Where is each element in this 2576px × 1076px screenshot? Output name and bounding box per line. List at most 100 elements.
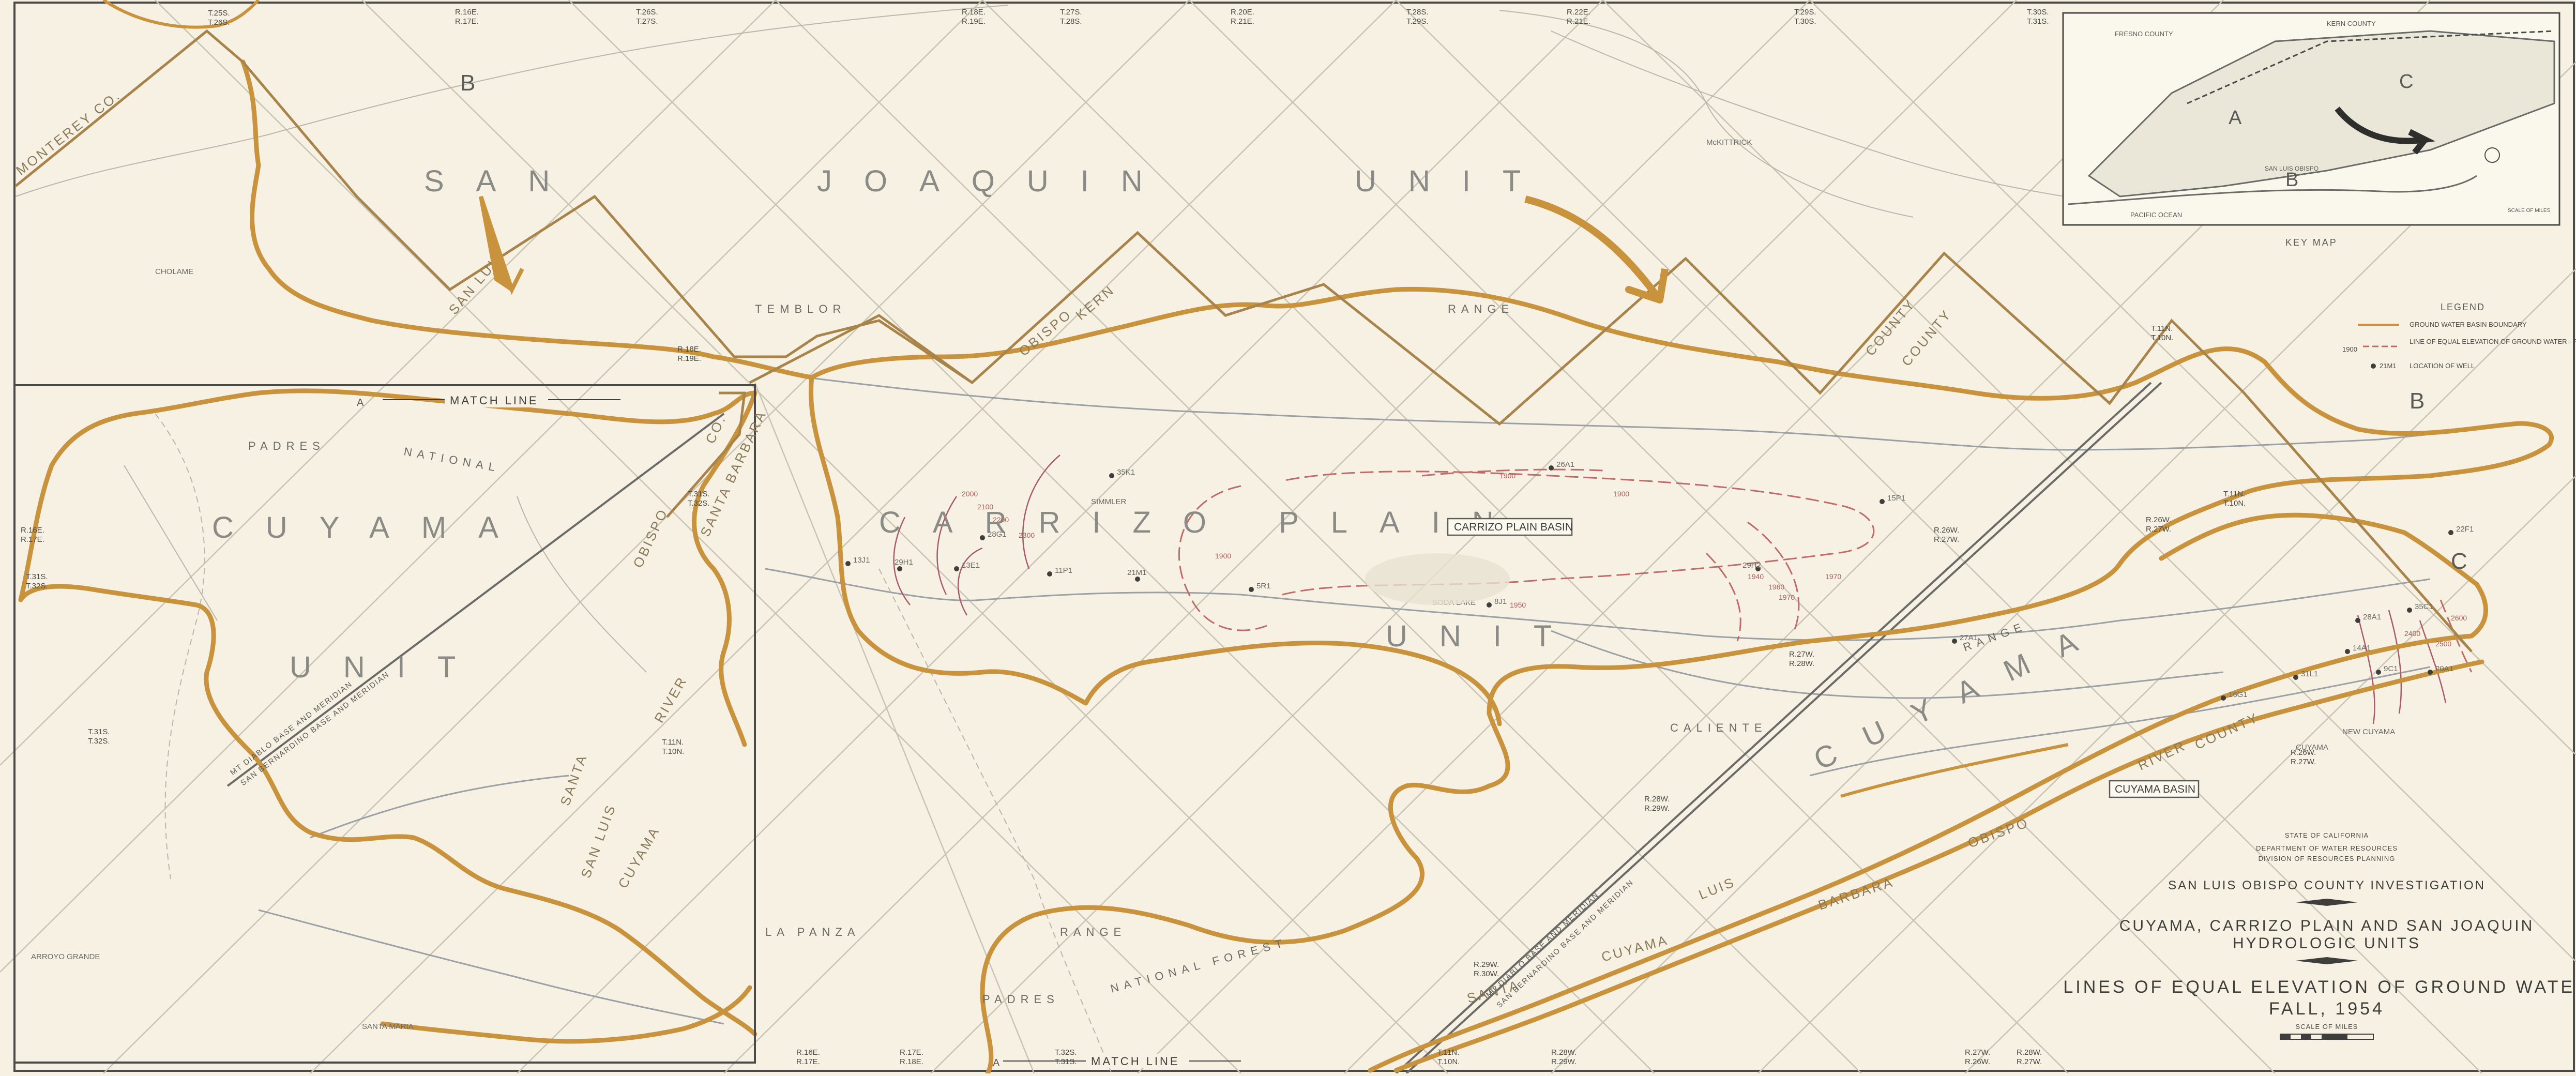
county-river-main: RIVER — [2135, 737, 2189, 773]
key-map-ocean: PACIFIC OCEAN — [2130, 211, 2182, 219]
twp-label: T.11N. — [662, 738, 684, 747]
range-padres-inset: PADRES — [248, 440, 325, 452]
twp-label: T.32S. — [88, 737, 110, 746]
twp-label: R.22E. — [1567, 8, 1590, 17]
well-marker — [845, 561, 851, 566]
legend-item-well: LOCATION OF WELL — [2410, 362, 2475, 370]
well-label: 16G1 — [2229, 690, 2248, 699]
key-map-county-line — [2187, 30, 2555, 104]
key-map-label-c: C — [2399, 71, 2413, 93]
well-label: 35C1 — [2415, 602, 2433, 611]
range-national-main: NATIONAL FOREST — [1109, 935, 1289, 995]
twp-label: T.10N. — [2223, 499, 2246, 508]
match-line-top: MATCH LINE — [383, 393, 620, 407]
section-letter-a-top: A — [357, 397, 364, 408]
range-la-panza: LA PANZA — [765, 926, 860, 938]
contour-label: 1900 — [1613, 490, 1629, 498]
contour-label: 2300 — [1019, 531, 1035, 539]
twp-label: R.28W. — [2017, 1048, 2042, 1057]
well-label: 29H1 — [895, 558, 913, 567]
legend-item-contour: LINE OF EQUAL ELEVATION OF GROUND WATER … — [2410, 338, 2576, 345]
well-label: 8J1 — [1494, 597, 1507, 606]
twp-label: T.29S. — [1406, 17, 1429, 26]
carrizo-basin-label: CARRIZO PLAIN BASIN — [1454, 521, 1573, 533]
twp-label: R.20E. — [1231, 8, 1254, 17]
title-division: DIVISION OF RESOURCES PLANNING — [2259, 855, 2396, 862]
legend-sample-value: 1900 — [2342, 345, 2357, 353]
twp-label: R.16E. — [796, 1048, 820, 1057]
unit-label-carrizo: CARRIZO PLAIN — [879, 506, 1526, 539]
twp-label: T.11N. — [1437, 1048, 1459, 1057]
well-marker — [2407, 608, 2412, 613]
well-label: 13J1 — [853, 556, 870, 565]
twp-label: T.28S. — [1406, 8, 1429, 17]
place-cholame: CHOLAME — [155, 267, 193, 276]
twp-label: T.27S. — [1060, 8, 1082, 17]
title-block: STATE OF CALIFORNIA DEPARTMENT OF WATER … — [2063, 831, 2576, 1040]
twp-label: T.26S. — [636, 8, 658, 17]
well-label: 5R1 — [1256, 582, 1271, 590]
contour-label: 2600 — [2451, 614, 2467, 622]
twp-label: T.32S. — [26, 582, 48, 590]
key-map-area — [2087, 30, 2555, 198]
inset-county-cuyama: CUYAMA — [615, 824, 663, 891]
twp-label: R.19E. — [677, 354, 701, 363]
arrow-icon — [2335, 107, 2435, 155]
legend-well-sample: 21M1 — [2380, 362, 2397, 370]
well-label: 28A1 — [2363, 613, 2381, 622]
well-label: 13E1 — [962, 561, 980, 570]
range-la-panza-range: RANGE — [1060, 926, 1126, 938]
place-mckittrick: McKITTRICK — [1706, 138, 1752, 147]
twp-label: R.18E. — [677, 345, 701, 354]
twp-label: T.31S. — [2027, 17, 2049, 26]
well-marker — [1952, 639, 1957, 644]
place-new-cuyama: NEW CUYAMA — [2342, 728, 2395, 736]
place-santa-maria: SANTA MARIA — [362, 1022, 414, 1031]
range-caliente: CALIENTE — [1670, 721, 1767, 734]
arrow-icon — [1524, 195, 1669, 304]
well-marker — [2355, 618, 2360, 623]
twp-label: R.17E. — [796, 1057, 820, 1066]
title-units-line2: HYDROLOGIC UNITS — [2233, 935, 2421, 952]
basin-boundaries — [18, 0, 2554, 1076]
county-obispo: OBISPO — [1016, 306, 1075, 359]
twp-label: T.10N. — [2151, 334, 2173, 342]
twp-label: T.32S. — [688, 499, 710, 508]
twp-label: R.26W. — [2146, 516, 2171, 524]
match-line-top-label: MATCH LINE — [450, 394, 539, 407]
twp-label: T.11N. — [2151, 324, 2173, 333]
well-marker — [1549, 465, 1554, 471]
contour-labels: 1900 1900 1950 1940 1960 1970 1970 2000 … — [962, 472, 2467, 648]
well-label: 11P1 — [1055, 566, 1072, 575]
soda-lake-stipple — [1365, 553, 1510, 605]
county-monterey: MONTEREY CO. — [13, 87, 124, 178]
twp-label: R.17E. — [455, 17, 479, 26]
title-dept: DEPARTMENT OF WATER RESOURCES — [2256, 844, 2398, 852]
well-marker — [1109, 473, 1114, 478]
inset-county-santa: SANTA — [557, 751, 590, 808]
section-letter-a-bottom: A — [993, 1057, 1000, 1069]
twp-label: R.26W. — [1965, 1057, 1990, 1066]
twp-label: R.17E. — [900, 1048, 923, 1057]
well-label: 20A1 — [2435, 664, 2453, 673]
range-temblor-range: RANGE — [1448, 302, 1514, 315]
twp-label: R.27W. — [1934, 535, 1959, 544]
twp-label: R.21E. — [1567, 17, 1590, 26]
twp-label: T.25S. — [208, 9, 230, 18]
twp-label: R.27W. — [1789, 650, 1814, 659]
well-label: 9C1 — [2384, 664, 2398, 673]
title-separator — [2296, 899, 2358, 906]
section-letter-b-main: B — [460, 70, 475, 96]
twp-label: R.21E. — [1231, 17, 1254, 26]
key-map-slo: SAN LUIS OBISPO — [2265, 165, 2319, 172]
twp-label: R.30W. — [1474, 969, 1499, 978]
well-marker — [2428, 670, 2433, 675]
twp-label: R.28W. — [1789, 659, 1814, 668]
key-map-coast — [2068, 175, 2477, 205]
cuyama-basin-box — [2109, 780, 2200, 798]
well-marker — [1047, 571, 1052, 577]
twp-label: T.27S. — [636, 17, 658, 26]
well-label: 14A1 — [2353, 644, 2371, 653]
twp-label: R.16E. — [455, 8, 479, 17]
north-arrow-icon — [2484, 147, 2500, 163]
